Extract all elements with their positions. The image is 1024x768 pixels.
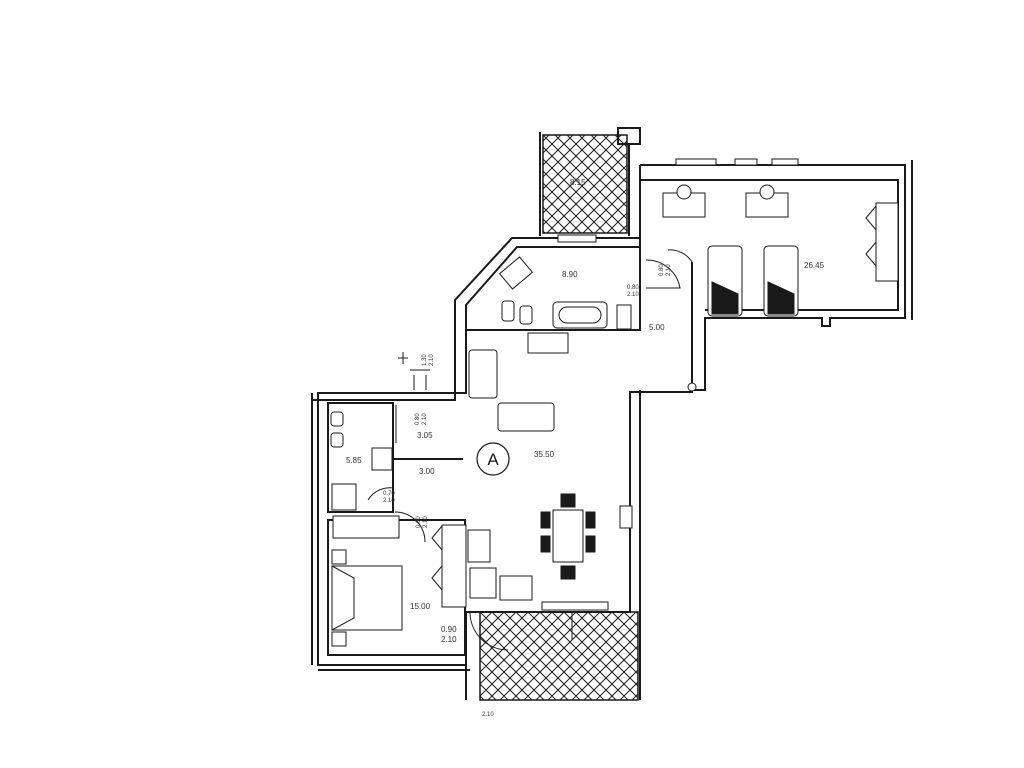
unit-marker-circle bbox=[476, 442, 510, 476]
living-area-label: 35.50 bbox=[534, 450, 555, 459]
small-bath-shower bbox=[331, 483, 357, 511]
dining-chairs bbox=[540, 493, 596, 580]
wardrobe-right bbox=[875, 202, 899, 282]
bedroom1-door-swing bbox=[469, 611, 509, 651]
small-bath-area-label: 5.85 bbox=[346, 456, 362, 465]
living-outer-wall bbox=[312, 390, 456, 401]
bath-door-w-label: 0.80 bbox=[659, 264, 665, 276]
bathroom-walls bbox=[465, 246, 641, 331]
hall-area-label: 5.00 bbox=[649, 323, 665, 332]
small-bath-walls bbox=[327, 402, 394, 513]
small-bath-bidet bbox=[330, 432, 344, 448]
bedroom1-area-label: 15.00 bbox=[410, 602, 431, 611]
bedroom-door-swing bbox=[394, 511, 426, 543]
corridor-door-w-label: 0.80 bbox=[415, 413, 421, 425]
window-top-3 bbox=[771, 158, 799, 166]
sofa-bottom bbox=[497, 402, 555, 432]
bath-cabinet bbox=[616, 304, 632, 330]
living-column bbox=[619, 505, 633, 529]
bedroom2-walls bbox=[640, 164, 906, 391]
window-top-2 bbox=[734, 158, 758, 166]
armchair-1-lamp bbox=[676, 184, 692, 200]
kitchen-triangles bbox=[431, 524, 443, 592]
wardrobe-right-triangles bbox=[865, 204, 877, 268]
sofa-left bbox=[468, 349, 498, 399]
bedroom1-walls bbox=[327, 519, 466, 656]
bed-single-2-fill bbox=[767, 281, 795, 315]
entry-w-label: 1.30 bbox=[422, 354, 428, 366]
top-terrace-door bbox=[557, 234, 597, 243]
bathtub-inner bbox=[558, 306, 602, 324]
kitchen-door-h-label: 2.10 bbox=[423, 516, 429, 528]
kitchen-door-w-label: 0.80 bbox=[416, 516, 422, 528]
bottom-note-label: 2.10 bbox=[482, 712, 494, 718]
entry-arrow bbox=[398, 352, 430, 390]
nightstand-top bbox=[331, 549, 347, 565]
nightstand-bottom bbox=[331, 631, 347, 647]
dining-table bbox=[552, 509, 584, 563]
unit-marker-letter: A bbox=[487, 450, 499, 469]
tv-unit bbox=[527, 332, 569, 354]
hall-door-swing-2 bbox=[667, 249, 693, 263]
kitchen-stove bbox=[467, 529, 491, 563]
kitchen-fridge bbox=[499, 575, 533, 601]
small-bath-door-swing bbox=[367, 487, 395, 501]
armchair-2-lamp bbox=[759, 184, 775, 200]
terrace-bottom bbox=[479, 611, 639, 701]
bathroom-area-label: 8.90 bbox=[562, 270, 578, 279]
corridor-width-label: 3.05 bbox=[417, 431, 433, 440]
terrace-top bbox=[542, 134, 628, 234]
small-bath-sink bbox=[371, 447, 393, 471]
small-bath-door-h-label: 2.10 bbox=[383, 498, 395, 504]
small-bath-toilet bbox=[330, 411, 344, 427]
window-top bbox=[675, 158, 717, 166]
bedroom-door-h-label: 2.10 bbox=[441, 635, 457, 644]
bedroom2-area-label: 26.45 bbox=[804, 261, 825, 270]
bath-sink bbox=[498, 256, 534, 290]
entry-h-label: 2.10 bbox=[429, 354, 435, 366]
bath-bidet bbox=[519, 305, 533, 325]
double-bed-pillows bbox=[331, 565, 355, 631]
bath-toilet bbox=[501, 300, 515, 322]
kitchen-counter bbox=[441, 524, 467, 608]
small-bath-door-w-label: 0.70 bbox=[383, 491, 395, 497]
bedroom-door-w-label: 0.90 bbox=[441, 625, 457, 634]
terrace-top-area-label: 8.15 bbox=[570, 178, 586, 187]
bed-single-1-fill bbox=[711, 281, 739, 315]
hall-door-w-label: 0.80 bbox=[627, 285, 639, 291]
corridor-length-label: 3.00 bbox=[419, 467, 435, 476]
bottom-terrace-door bbox=[541, 601, 609, 611]
bath-door-h-label: 2.10 bbox=[666, 264, 672, 276]
hall-door-h-label: 2.10 bbox=[627, 292, 639, 298]
hall-door-swing bbox=[645, 259, 681, 289]
wardrobe-bedroom1 bbox=[332, 515, 400, 539]
kitchen-sink bbox=[469, 567, 497, 599]
corridor-door-h-label: 2.10 bbox=[422, 413, 428, 425]
post-marker bbox=[687, 382, 697, 392]
